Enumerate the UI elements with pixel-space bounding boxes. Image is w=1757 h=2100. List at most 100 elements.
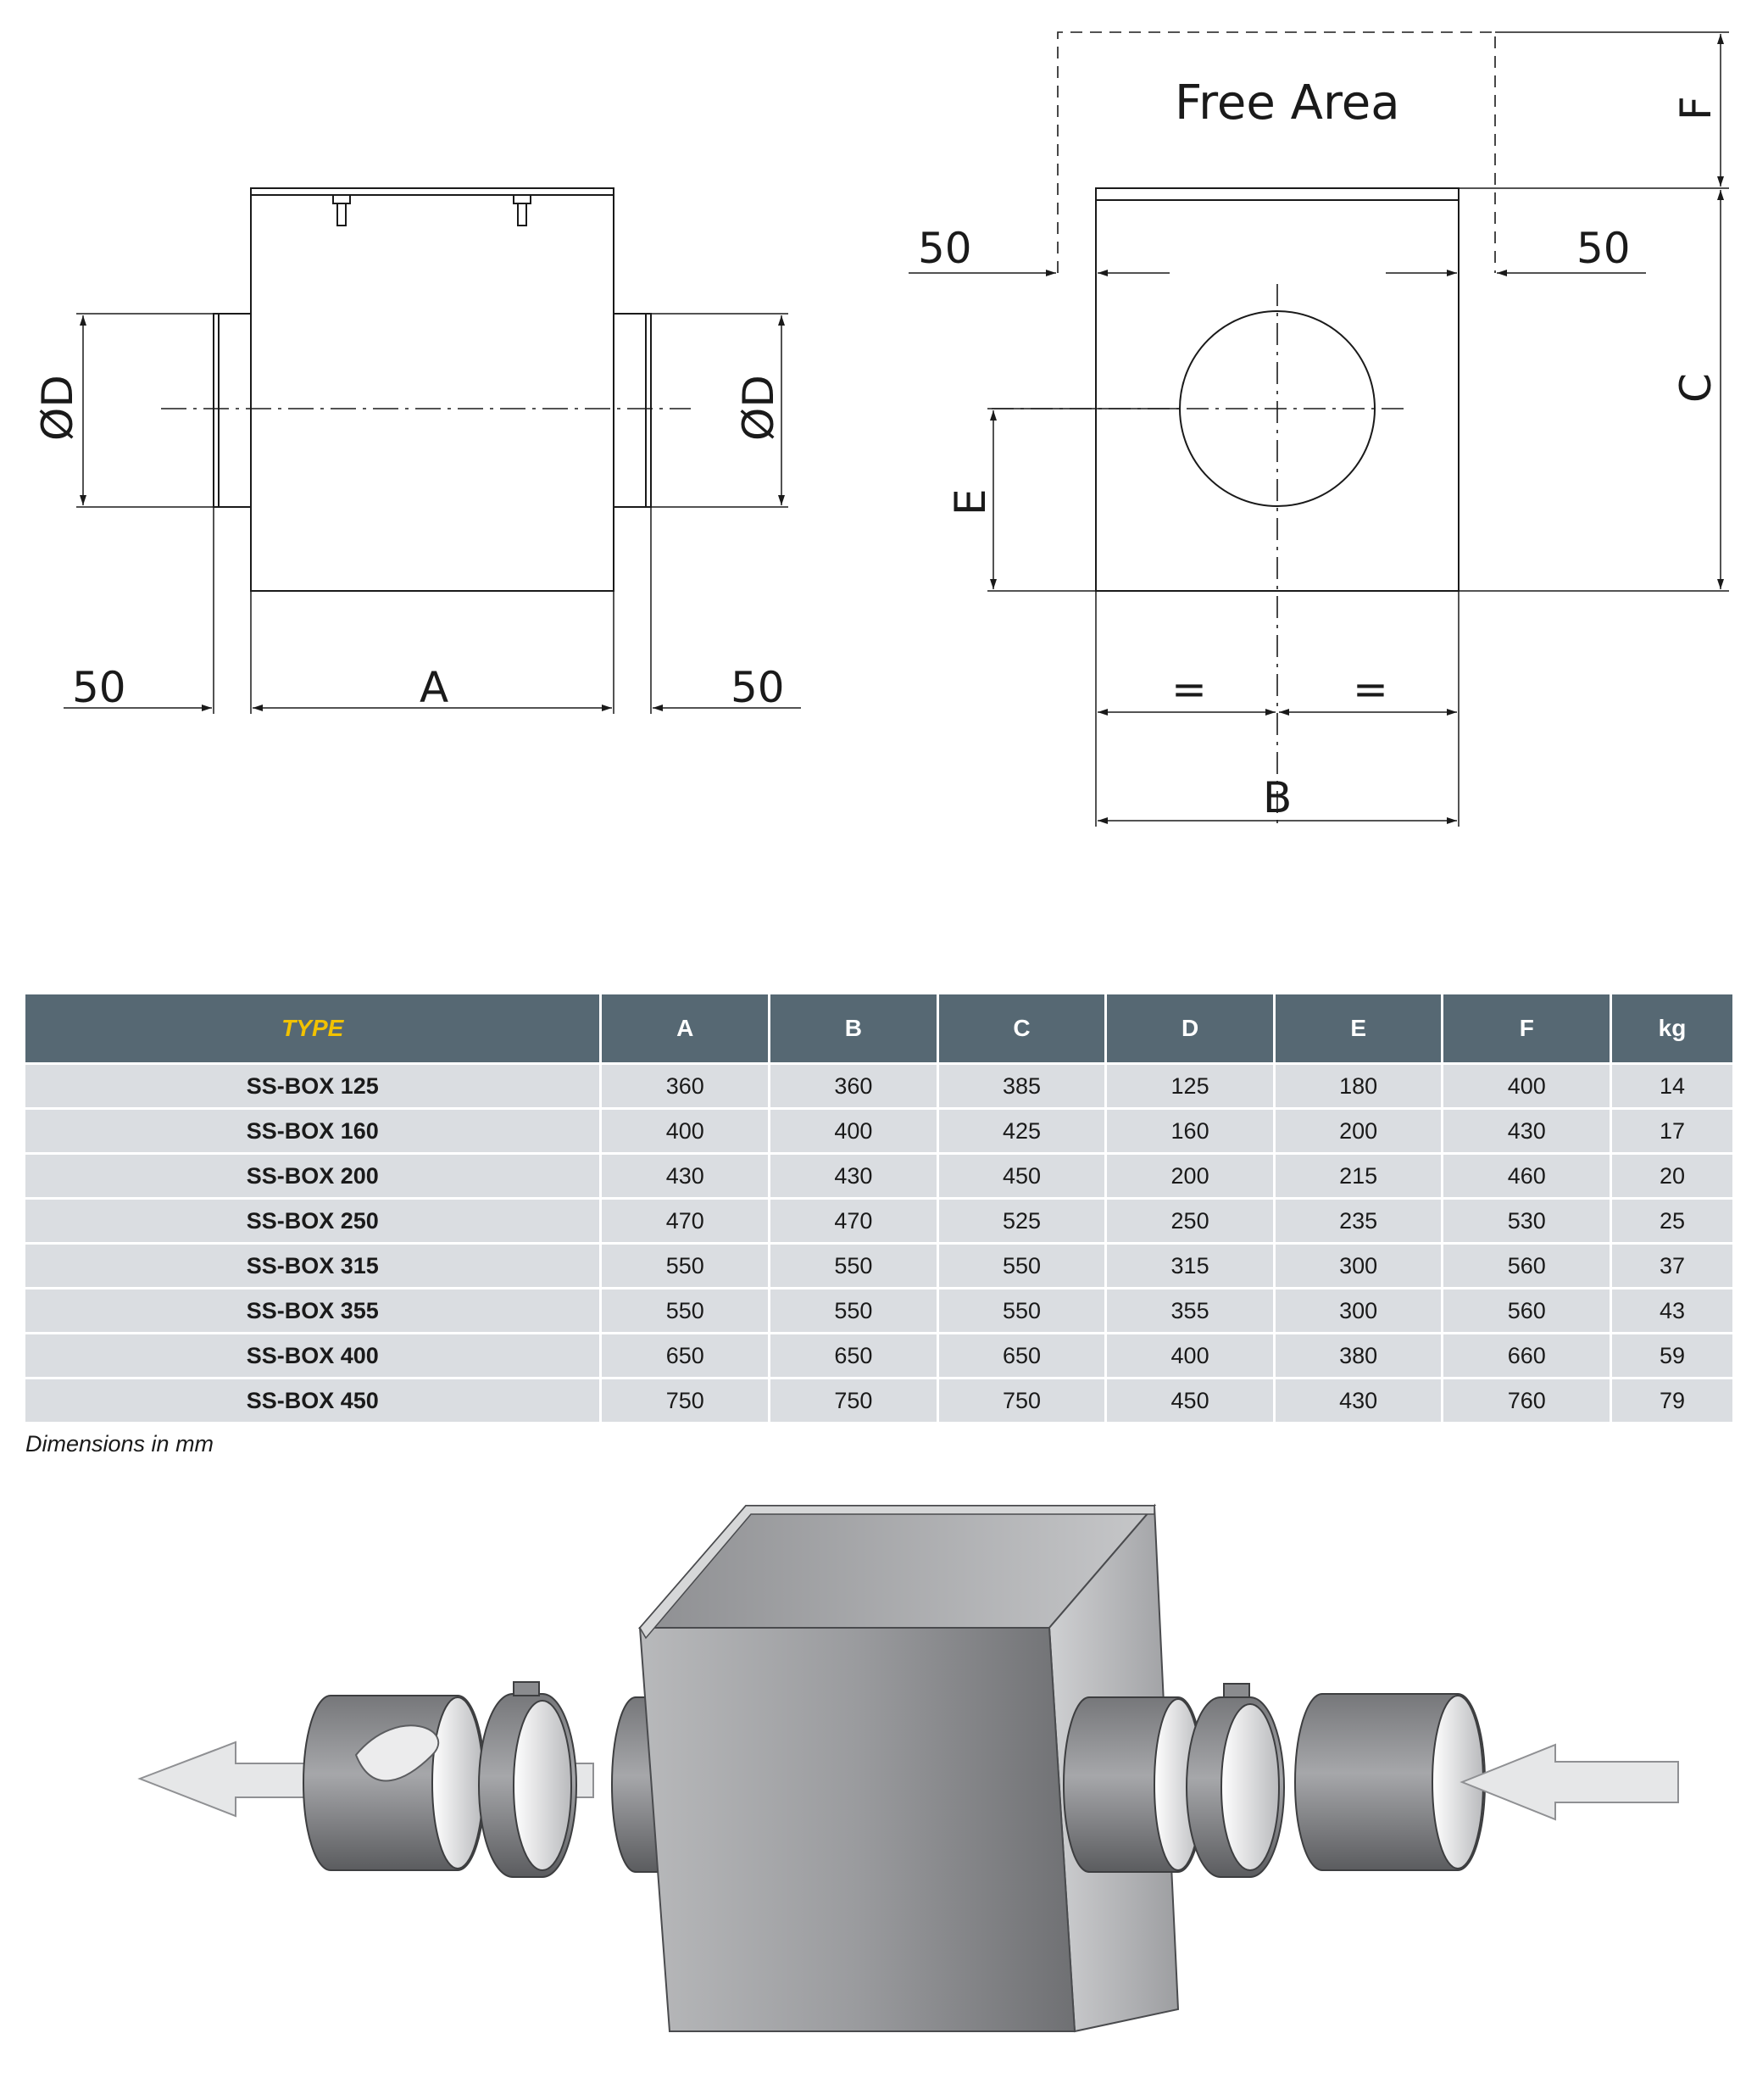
cell-b: 650 <box>770 1334 937 1377</box>
box-3d <box>637 1503 1180 2033</box>
cell-a: 550 <box>602 1290 769 1332</box>
free-area-label: Free Area <box>1175 75 1400 131</box>
table-row: SS-BOX 200 430 430 450 200 215 460 20 <box>25 1155 1732 1197</box>
clamp-ring-left <box>478 1681 577 1878</box>
cell-d: 200 <box>1107 1155 1273 1197</box>
front-left-clearance-label: 50 <box>918 224 972 273</box>
header-kg: kg <box>1612 994 1732 1062</box>
cell-a: 650 <box>602 1334 769 1377</box>
cell-type: SS-BOX 315 <box>25 1245 600 1287</box>
cell-a: 550 <box>602 1245 769 1287</box>
cell-kg: 14 <box>1612 1065 1732 1107</box>
front-axis-height-label: E <box>946 488 995 515</box>
cell-kg: 43 <box>1612 1290 1732 1332</box>
box-body <box>250 187 614 592</box>
cell-type: SS-BOX 355 <box>25 1290 600 1332</box>
header-a: A <box>602 994 769 1062</box>
cell-kg: 17 <box>1612 1110 1732 1152</box>
cell-d: 250 <box>1107 1200 1273 1242</box>
cell-type: SS-BOX 160 <box>25 1110 600 1152</box>
clamp-ring-right <box>1186 1683 1285 1878</box>
table-row: SS-BOX 400 650 650 650 400 380 660 59 <box>25 1334 1732 1377</box>
cell-d: 355 <box>1107 1290 1273 1332</box>
cell-a: 470 <box>602 1200 769 1242</box>
cell-type: SS-BOX 400 <box>25 1334 600 1377</box>
free-area-outline <box>1057 31 1496 273</box>
front-half-left-label: = <box>1171 665 1207 714</box>
front-width-label: B <box>1263 773 1292 822</box>
cell-kg: 37 <box>1612 1245 1732 1287</box>
cell-c: 425 <box>938 1110 1105 1152</box>
spigot-right-3d <box>1063 1696 1204 1873</box>
dimensions-note: Dimensions in mm <box>25 1431 214 1457</box>
cell-f: 400 <box>1443 1065 1610 1107</box>
cell-type: SS-BOX 125 <box>25 1065 600 1107</box>
header-b: B <box>770 994 937 1062</box>
cell-f: 460 <box>1443 1155 1610 1197</box>
cell-kg: 59 <box>1612 1334 1732 1377</box>
spigot-left <box>213 313 252 508</box>
cell-f: 530 <box>1443 1200 1610 1242</box>
duct-right <box>1294 1693 1486 1871</box>
cell-f: 660 <box>1443 1334 1610 1377</box>
cell-b: 550 <box>770 1245 937 1287</box>
side-view <box>64 187 801 714</box>
cell-c: 650 <box>938 1334 1105 1377</box>
front-top-clearance-label: F <box>1671 96 1721 120</box>
table-header-row: TYPE A B C D E F kg <box>25 994 1732 1062</box>
cell-e: 200 <box>1275 1110 1442 1152</box>
airflow-in-arrow <box>1460 1743 1679 1821</box>
cell-a: 430 <box>602 1155 769 1197</box>
cell-d: 315 <box>1107 1245 1273 1287</box>
header-f: F <box>1443 994 1610 1062</box>
front-half-right-label: = <box>1353 665 1388 714</box>
cell-b: 750 <box>770 1379 937 1422</box>
cell-b: 400 <box>770 1110 937 1152</box>
front-right-clearance-label: 50 <box>1576 224 1631 273</box>
cell-type: SS-BOX 200 <box>25 1155 600 1197</box>
cell-kg: 20 <box>1612 1155 1732 1197</box>
header-d: D <box>1107 994 1273 1062</box>
damper-blade <box>354 1724 439 1782</box>
side-right-offset-label: 50 <box>731 663 785 712</box>
table-row: SS-BOX 315 550 550 550 315 300 560 37 <box>25 1245 1732 1287</box>
cell-f: 430 <box>1443 1110 1610 1152</box>
side-diameter-right-label: ØD <box>734 375 783 441</box>
cell-a: 400 <box>602 1110 769 1152</box>
cell-d: 450 <box>1107 1379 1273 1422</box>
cell-a: 750 <box>602 1379 769 1422</box>
cell-b: 430 <box>770 1155 937 1197</box>
front-height-label: C <box>1671 373 1721 403</box>
technical-drawings: 50 A 50 ØD ØD Free A <box>33 31 1729 827</box>
dimensions-table-wrapper: TYPE A B C D E F kg SS-BOX 125 360 360 3… <box>25 992 1738 1424</box>
side-diameter-left-label: ØD <box>33 375 82 441</box>
table-row: SS-BOX 450 750 750 750 450 430 760 79 <box>25 1379 1732 1422</box>
dimensions-table: TYPE A B C D E F kg SS-BOX 125 360 360 3… <box>23 992 1735 1424</box>
cell-kg: 25 <box>1612 1200 1732 1242</box>
cell-e: 380 <box>1275 1334 1442 1377</box>
assembly-illustration <box>137 1503 1679 2033</box>
cell-e: 215 <box>1275 1155 1442 1197</box>
cell-d: 125 <box>1107 1065 1273 1107</box>
latch-left <box>332 194 351 226</box>
cell-b: 470 <box>770 1200 937 1242</box>
side-left-offset-label: 50 <box>72 663 126 712</box>
cell-e: 300 <box>1275 1290 1442 1332</box>
latch-right <box>513 194 531 226</box>
cell-e: 300 <box>1275 1245 1442 1287</box>
header-c: C <box>938 994 1105 1062</box>
cell-f: 560 <box>1443 1290 1610 1332</box>
table-row: SS-BOX 125 360 360 385 125 180 400 14 <box>25 1065 1732 1107</box>
cell-e: 430 <box>1275 1379 1442 1422</box>
cell-c: 550 <box>938 1245 1105 1287</box>
header-e: E <box>1275 994 1442 1062</box>
cell-f: 560 <box>1443 1245 1610 1287</box>
cell-c: 385 <box>938 1065 1105 1107</box>
cell-e: 180 <box>1275 1065 1442 1107</box>
cell-d: 400 <box>1107 1334 1273 1377</box>
box-front <box>1095 187 1460 592</box>
cell-type: SS-BOX 450 <box>25 1379 600 1422</box>
table-row: SS-BOX 160 400 400 425 160 200 430 17 <box>25 1110 1732 1152</box>
header-type: TYPE <box>25 994 600 1062</box>
cell-c: 450 <box>938 1155 1105 1197</box>
